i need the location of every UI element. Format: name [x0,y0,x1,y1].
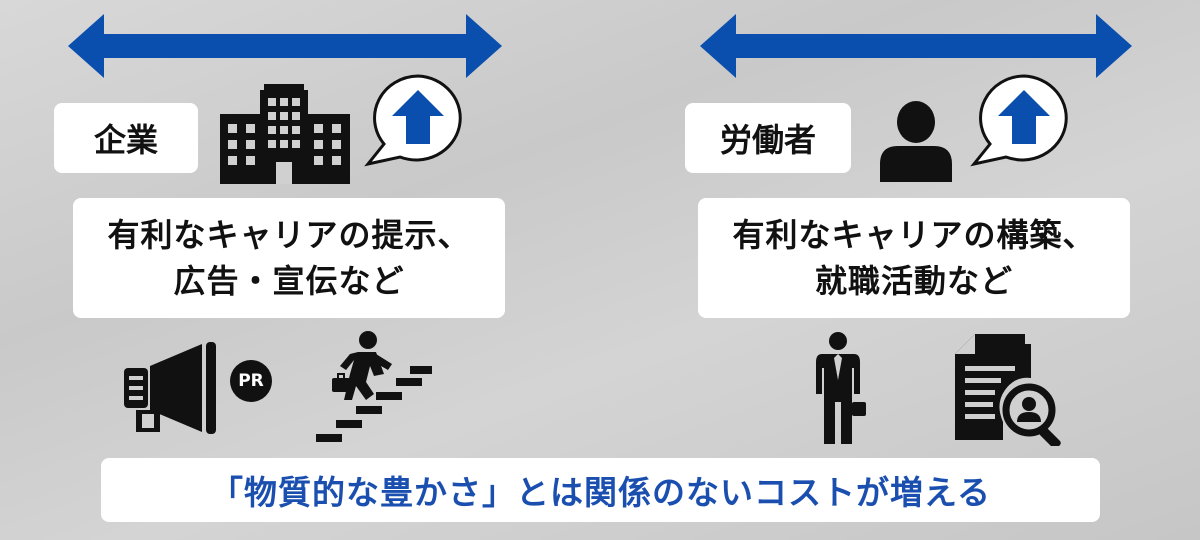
worker-description-line2: 就職活動など [814,262,1013,300]
pr-badge-icon: PR [230,360,272,402]
worker-label-text: 労働者 [719,121,816,159]
worker-description-line1: 有利なキャリアの構築、 [732,216,1096,254]
cost-message-text: 「物質的な豊かさ」とは関係のないコストが増える [209,473,991,512]
company-description-box: 有利なキャリアの提示、 広告・宣伝など [73,198,505,318]
up-arrow-speech-bubble-icon [970,74,1068,167]
company-label-text: 企業 [93,121,158,159]
double-arrow-icon [68,14,502,78]
company-label: 企業 [54,103,198,173]
worker-label: 労働者 [685,103,851,173]
up-arrow-speech-bubble-icon [364,74,462,167]
worker-description-box: 有利なキャリアの構築、 就職活動など [698,198,1130,318]
double-arrow-icon [700,14,1132,78]
company-description-line2: 広告・宣伝など [173,262,405,300]
company-description-line1: 有利なキャリアの提示、 [107,216,471,254]
resume-search-icon [955,334,1061,446]
businessman-standing-icon [816,332,866,444]
cost-message-banner: 「物質的な豊かさ」とは関係のないコストが増える [101,458,1100,522]
businessman-climbing-stairs-icon [316,331,432,442]
person-icon [880,101,952,182]
office-building-icon [220,84,350,184]
pr-badge-text: PR [238,371,264,391]
megaphone-icon [124,342,216,434]
